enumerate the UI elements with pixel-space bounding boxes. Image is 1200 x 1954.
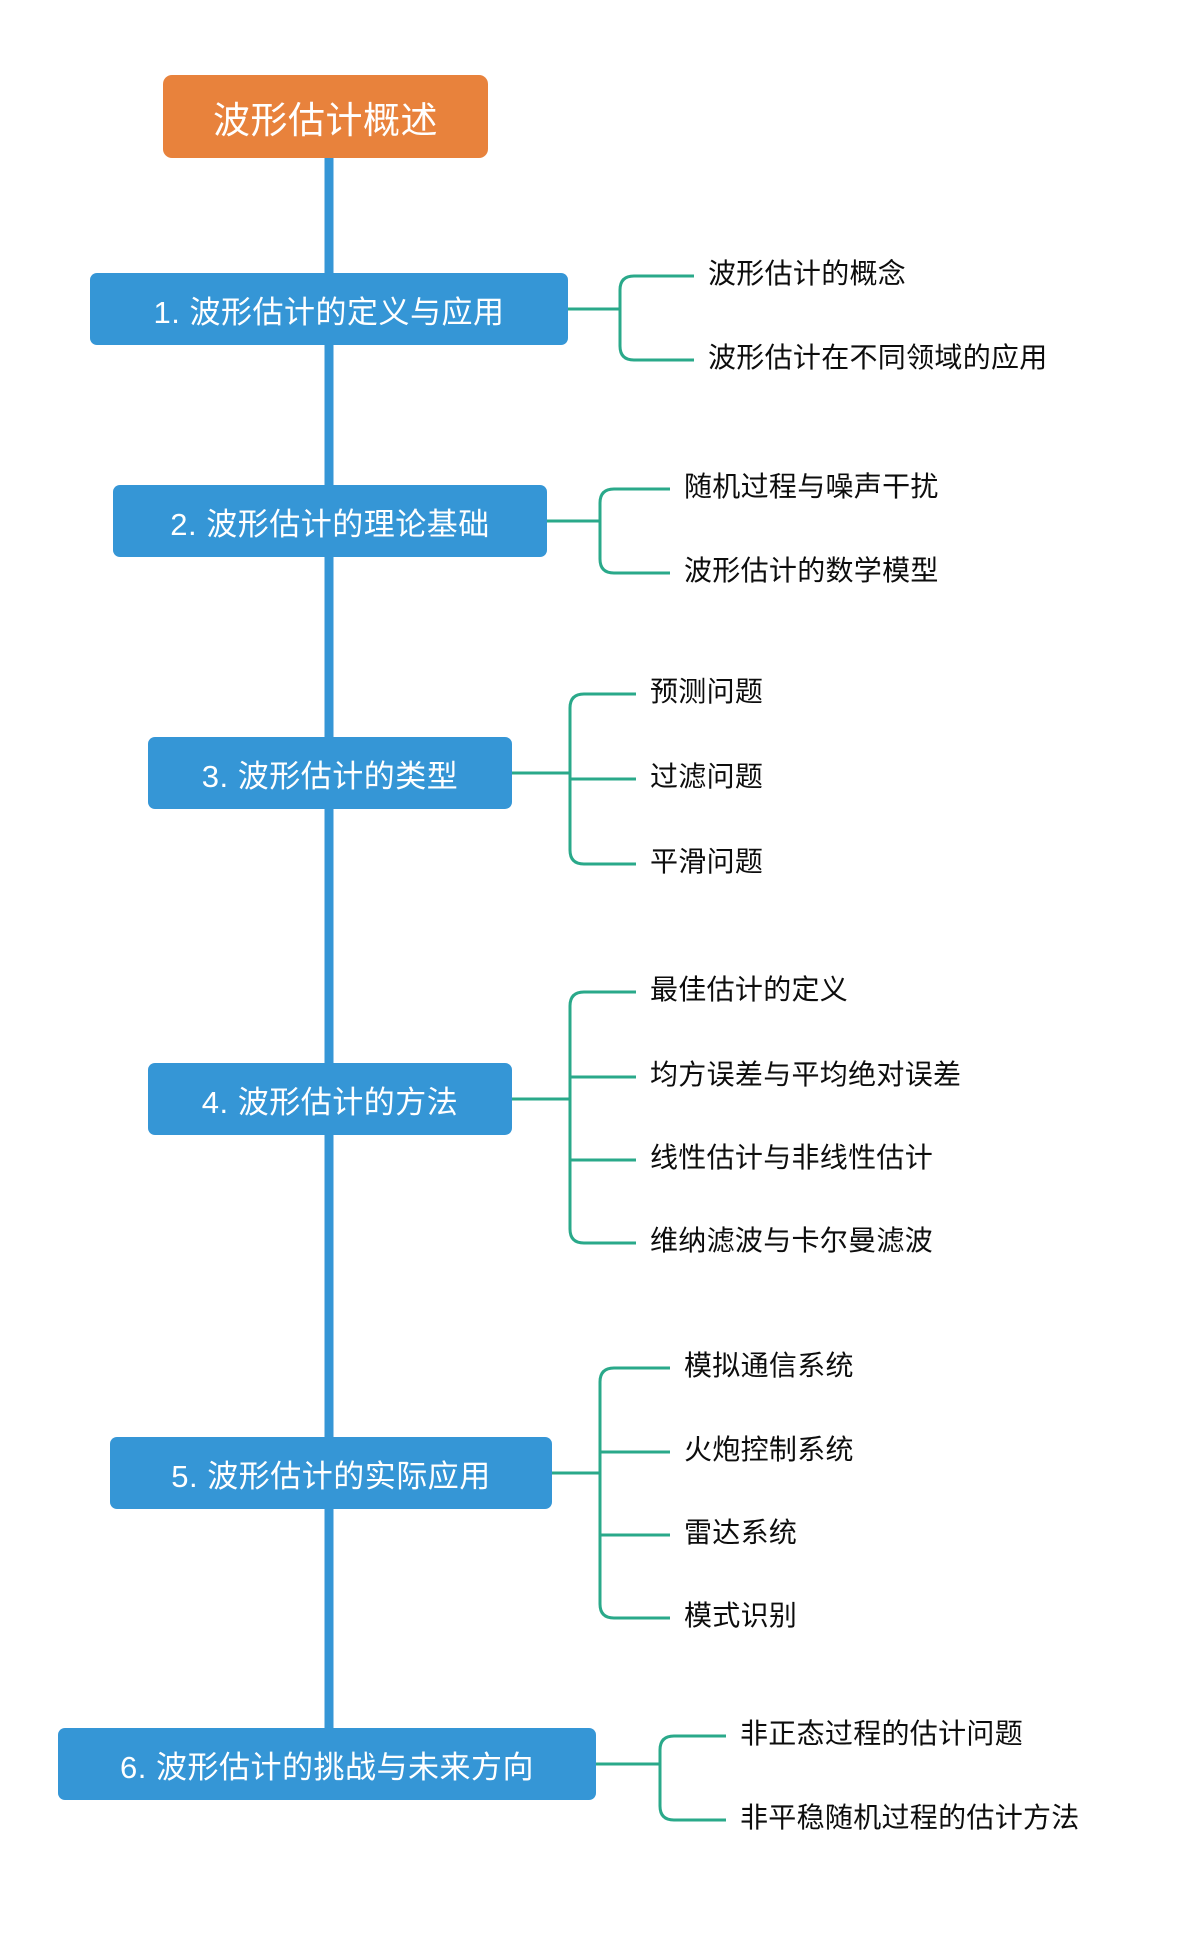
leaf-node-label: 均方误差与平均绝对误差 bbox=[650, 1059, 962, 1090]
branch-node-6[interactable]: 6. 波形估计的挑战与未来方向 bbox=[58, 1728, 596, 1800]
leaf-connector-6-2 bbox=[658, 1805, 726, 1822]
leaf-node-label: 线性估计与非线性估计 bbox=[650, 1142, 934, 1173]
leaf-connector-2-1 bbox=[598, 487, 670, 504]
leaf-node-5-2[interactable]: 火炮控制系统 bbox=[684, 1436, 854, 1464]
leaf-node-label: 平滑问题 bbox=[650, 846, 764, 877]
leaf-node-4-4[interactable]: 维纳滤波与卡尔曼滤波 bbox=[650, 1227, 933, 1255]
leaf-node-6-1[interactable]: 非正态过程的估计问题 bbox=[740, 1720, 1023, 1748]
leaf-node-label: 随机过程与噪声干扰 bbox=[684, 471, 939, 502]
branch-node-1[interactable]: 1. 波形估计的定义与应用 bbox=[90, 273, 568, 345]
leaf-node-label: 波形估计的数学模型 bbox=[684, 555, 939, 586]
leaf-connector-5-4 bbox=[598, 1603, 670, 1620]
leaf-node-label: 波形估计在不同领域的应用 bbox=[708, 342, 1048, 373]
leaf-node-label: 维纳滤波与卡尔曼滤波 bbox=[650, 1225, 934, 1256]
leaf-node-5-4[interactable]: 模式识别 bbox=[684, 1602, 797, 1630]
leaf-connector-3-3 bbox=[568, 849, 636, 866]
leaf-node-label: 波形估计的概念 bbox=[708, 258, 907, 289]
leaf-node-2-2[interactable]: 波形估计的数学模型 bbox=[684, 557, 939, 585]
leaf-node-1-2[interactable]: 波形估计在不同领域的应用 bbox=[708, 344, 1048, 372]
branch-node-label: 2. 波形估计的理论基础 bbox=[170, 506, 490, 542]
leaf-node-label: 预测问题 bbox=[650, 676, 764, 707]
root-node-label: 波形估计概述 bbox=[213, 99, 438, 141]
leaf-connector-3-1 bbox=[568, 692, 636, 709]
branch-node-4[interactable]: 4. 波形估计的方法 bbox=[148, 1063, 512, 1135]
leaf-node-label: 非平稳随机过程的估计方法 bbox=[740, 1802, 1080, 1833]
leaf-connector-4-1 bbox=[568, 990, 636, 1007]
branch-node-label: 4. 波形估计的方法 bbox=[201, 1084, 459, 1120]
leaf-connector-2-2 bbox=[598, 558, 670, 575]
branch-node-2[interactable]: 2. 波形估计的理论基础 bbox=[113, 485, 547, 557]
leaf-connector-1-2 bbox=[618, 345, 694, 362]
leaf-node-1-1[interactable]: 波形估计的概念 bbox=[708, 260, 906, 288]
root-node[interactable]: 波形估计概述 bbox=[163, 75, 488, 158]
leaf-node-label: 雷达系统 bbox=[684, 1517, 798, 1548]
leaf-node-label: 模式识别 bbox=[684, 1600, 798, 1631]
leaf-connector-4-4 bbox=[568, 1228, 636, 1245]
leaf-node-label: 火炮控制系统 bbox=[684, 1434, 854, 1465]
leaf-node-4-3[interactable]: 线性估计与非线性估计 bbox=[650, 1144, 933, 1172]
leaf-node-label: 过滤问题 bbox=[650, 761, 764, 792]
leaf-node-label: 模拟通信系统 bbox=[684, 1350, 854, 1381]
branch-node-label: 1. 波形估计的定义与应用 bbox=[153, 294, 505, 330]
leaf-connector-5-1 bbox=[598, 1366, 670, 1383]
leaf-node-label: 最佳估计的定义 bbox=[650, 974, 849, 1005]
leaf-node-5-1[interactable]: 模拟通信系统 bbox=[684, 1352, 854, 1380]
leaf-node-3-2[interactable]: 过滤问题 bbox=[650, 763, 763, 791]
branch-node-label: 5. 波形估计的实际应用 bbox=[171, 1458, 491, 1494]
leaf-node-5-3[interactable]: 雷达系统 bbox=[684, 1519, 797, 1547]
leaf-node-2-1[interactable]: 随机过程与噪声干扰 bbox=[684, 473, 939, 501]
branch-node-3[interactable]: 3. 波形估计的类型 bbox=[148, 737, 512, 809]
branch-node-label: 6. 波形估计的挑战与未来方向 bbox=[120, 1749, 534, 1785]
leaf-connector-6-1 bbox=[658, 1734, 726, 1751]
leaf-node-4-1[interactable]: 最佳估计的定义 bbox=[650, 976, 848, 1004]
leaf-node-3-1[interactable]: 预测问题 bbox=[650, 678, 763, 706]
branch-node-label: 3. 波形估计的类型 bbox=[201, 758, 459, 794]
branch-node-5[interactable]: 5. 波形估计的实际应用 bbox=[110, 1437, 552, 1509]
leaf-node-label: 非正态过程的估计问题 bbox=[740, 1718, 1024, 1749]
leaf-node-3-3[interactable]: 平滑问题 bbox=[650, 848, 763, 876]
leaf-connector-1-1 bbox=[618, 274, 694, 291]
leaf-node-4-2[interactable]: 均方误差与平均绝对误差 bbox=[650, 1061, 961, 1089]
leaf-node-6-2[interactable]: 非平稳随机过程的估计方法 bbox=[740, 1804, 1080, 1832]
